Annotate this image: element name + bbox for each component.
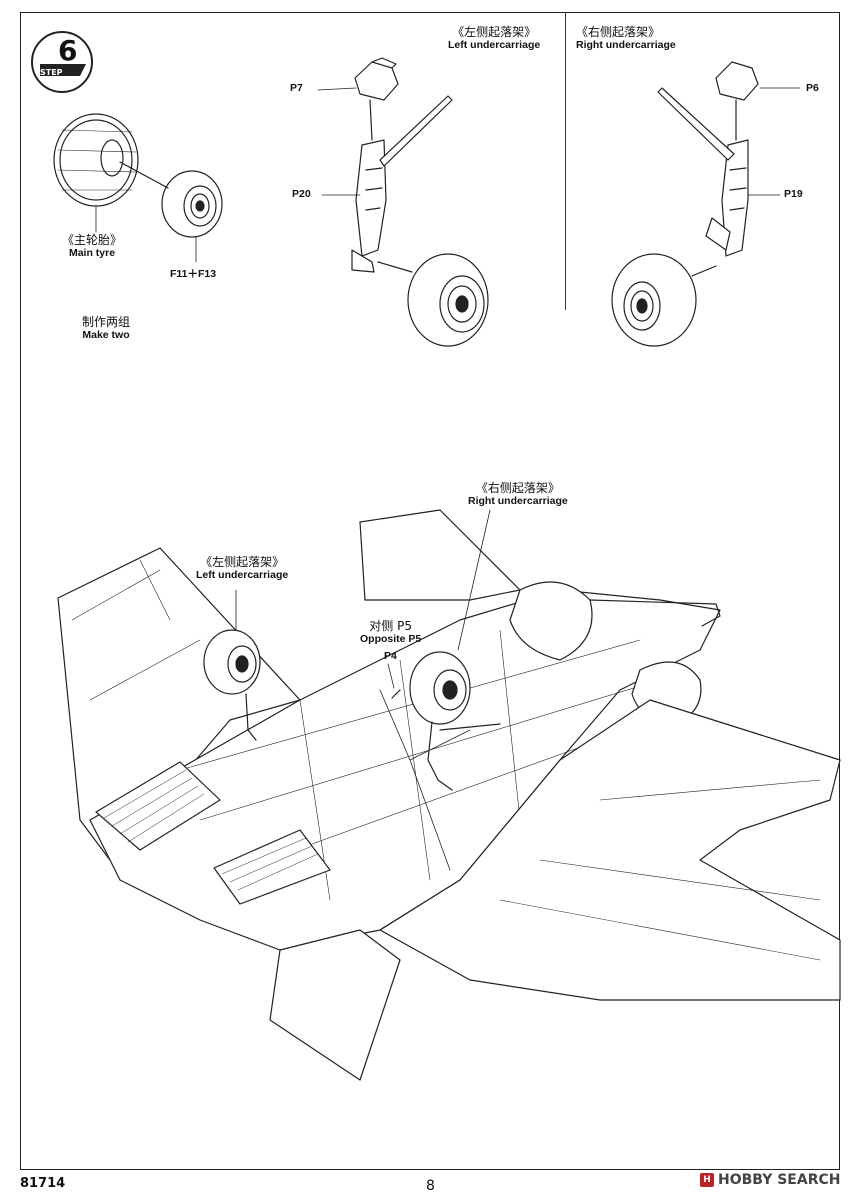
left-undercarriage-top-icon [317, 57, 489, 347]
part-p7: P7 [290, 82, 303, 94]
left-undercarriage-bottom-label: 《左侧起落架》 Left undercarriage [196, 555, 289, 582]
main-tyre-label: 《主轮胎》 Main tyre [62, 233, 123, 260]
watermark: H HOBBY SEARCH [700, 1172, 840, 1188]
part-p6: P6 [806, 82, 819, 94]
wheel-hub-icon [161, 170, 223, 238]
step-number: 6 [58, 34, 78, 67]
part-p19: P19 [784, 188, 803, 200]
left-undercarriage-top-label: 《左侧起落架》 Left undercarriage [448, 25, 541, 52]
assembly-arrow-icon [119, 161, 169, 189]
aircraft-underside-icon [57, 509, 841, 1081]
part-p20: P20 [292, 188, 311, 200]
page-frame [20, 12, 840, 1170]
step-word: STEP [40, 68, 63, 77]
opposite-p5-label: 对侧 P5 Opposite P5 [360, 619, 422, 646]
page-number: 8 [426, 1178, 435, 1194]
part-p4: P4 [384, 650, 397, 662]
product-code: 81714 [20, 1176, 66, 1191]
right-undercarriage-bottom-label: 《右侧起落架》 Right undercarriage [468, 481, 568, 508]
right-undercarriage-top-icon [611, 61, 801, 347]
right-undercarriage-top-label: 《右侧起落架》 Right undercarriage [576, 25, 676, 52]
watermark-text: HOBBY SEARCH [718, 1172, 841, 1188]
part-f11-f13: F11＋F13 [170, 268, 217, 280]
main-tyre-large-icon [53, 113, 139, 207]
section-divider [565, 12, 566, 310]
make-two-label: 制作两组 Make two [82, 315, 131, 342]
step-badge-icon [31, 31, 93, 93]
hobby-search-logo-icon: H [700, 1173, 714, 1187]
